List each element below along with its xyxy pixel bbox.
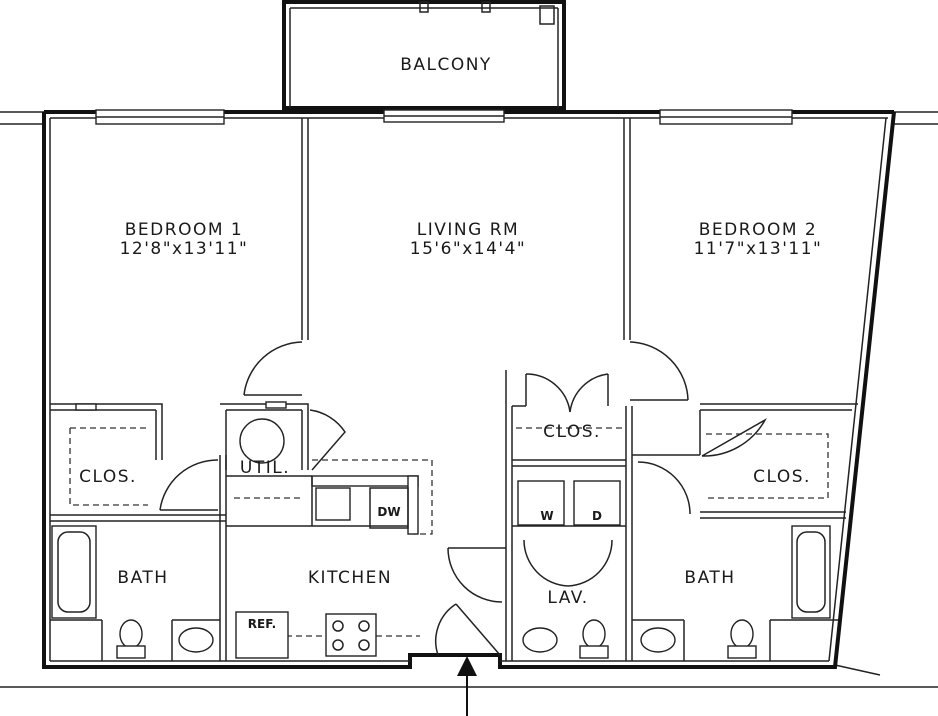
refrigerator-label: REF. <box>248 617 276 631</box>
kitchen-label: KITCHEN <box>308 568 392 588</box>
kitchen-counter <box>226 475 419 535</box>
balcony <box>282 0 566 110</box>
appliances <box>75 401 621 659</box>
living-room-size: 15'6"x14'4" <box>410 239 526 259</box>
interior-walls <box>50 118 858 661</box>
balcony-label: BALCONY <box>400 55 492 75</box>
bath-fixtures <box>51 525 831 659</box>
doors <box>159 341 767 656</box>
windows <box>95 109 793 125</box>
lav-label: LAV. <box>547 588 588 608</box>
bedroom-2-size: 11'7"x13'11" <box>694 239 823 259</box>
exterior-walls <box>42 110 896 669</box>
bath-right-label: BATH <box>684 568 735 588</box>
closet-left-label: CLOS. <box>79 467 137 487</box>
bedroom-2-label: BEDROOM 2 <box>699 220 817 240</box>
living-room-label: LIVING RM <box>417 220 519 240</box>
closet-center-label: CLOS. <box>543 422 601 442</box>
washer-label: W <box>540 509 553 523</box>
closet-right-label: CLOS. <box>753 467 811 487</box>
utility-label: UTIL. <box>240 458 290 478</box>
dishwasher-label: DW <box>377 505 400 519</box>
arrow-up-icon <box>457 656 477 716</box>
bedroom-1-size: 12'8"x13'11" <box>120 239 249 259</box>
closet-shelving <box>69 427 829 637</box>
site-lines <box>0 111 938 688</box>
dryer-label: D <box>592 509 602 523</box>
bath-left-label: BATH <box>117 568 168 588</box>
bedroom-1-label: BEDROOM 1 <box>125 220 243 240</box>
